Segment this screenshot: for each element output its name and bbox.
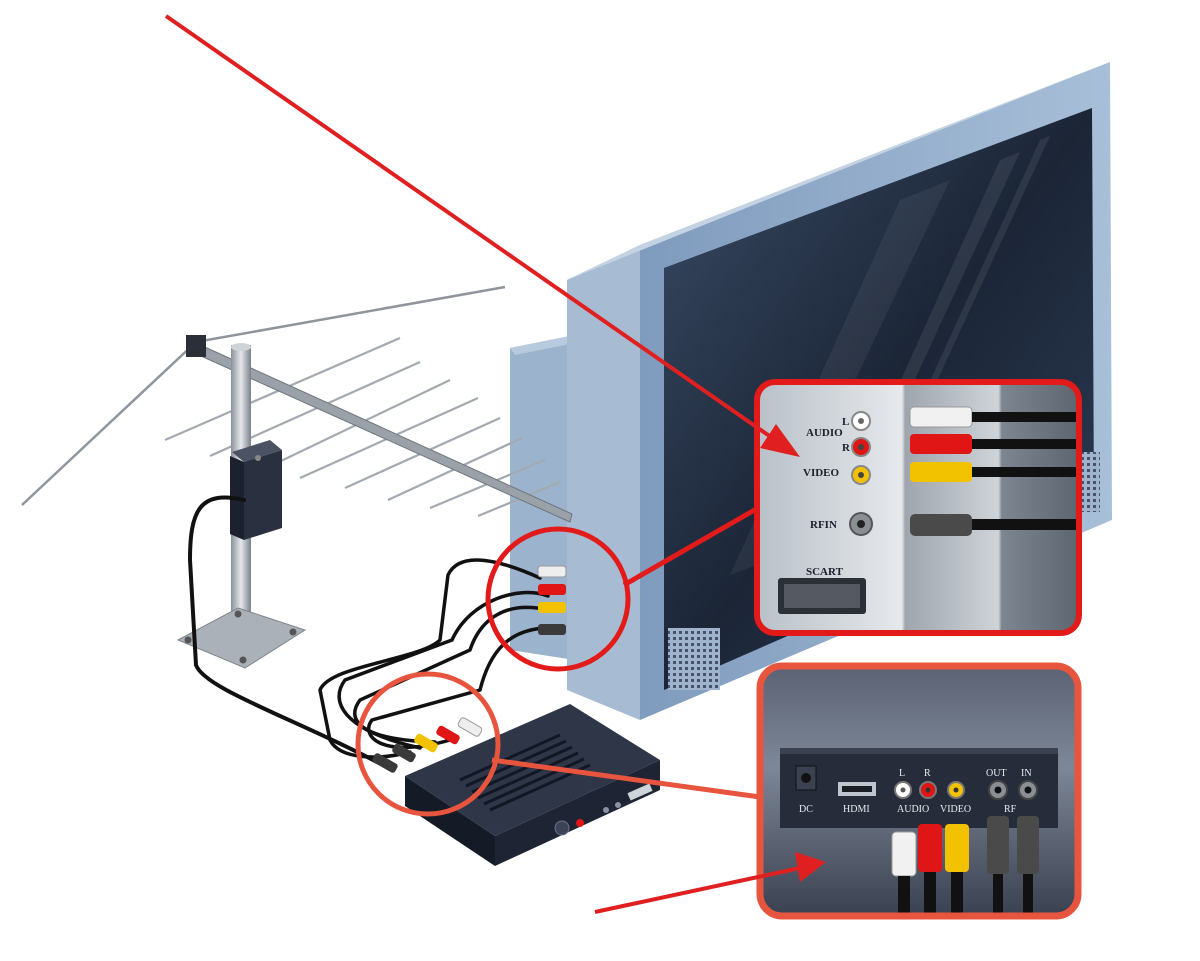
receiver-connector-highlight — [355, 671, 501, 817]
receiver-audio-label: AUDIO — [897, 804, 929, 815]
arrow-to-tv-panel — [164, 14, 800, 457]
tv-rfin-label: RFIN — [810, 519, 837, 531]
tv-callout-pointer — [622, 505, 760, 588]
tv-callout-plug-yellow — [910, 462, 1079, 482]
receiver-left-label: L — [899, 768, 905, 779]
receiver-back — [405, 776, 495, 866]
receiver-back-plugs — [372, 717, 483, 773]
receiver-hdmi-label: HDMI — [843, 804, 870, 815]
tv-side-frame — [567, 245, 640, 720]
receiver-ports-callout: DC HDMI L R AUDIO VIDEO OUT IN RF — [756, 662, 1082, 920]
antenna-base-plate — [176, 607, 307, 669]
tv-scart-label: SCART — [806, 566, 844, 578]
receiver-callout-border — [756, 662, 1082, 920]
receiver-in-label: IN — [1021, 768, 1032, 779]
tv-video-label: VIDEO — [803, 467, 840, 479]
receiver-callout-pointer — [491, 757, 761, 800]
receiver-led — [576, 819, 584, 827]
receiver-callout-plug-black-in — [1017, 816, 1039, 916]
receiver-rf-label: RF — [1004, 804, 1017, 815]
receiver-out-label: OUT — [986, 768, 1007, 779]
tv-speaker-grill — [668, 628, 720, 690]
tv-callout-border — [754, 379, 1082, 636]
receiver-callout-plug-white — [891, 831, 917, 916]
receiver-callout-plug-yellow — [945, 824, 969, 916]
tv-right-label: R — [842, 442, 851, 454]
antenna — [21, 285, 573, 669]
tv-left-label: L — [842, 416, 849, 428]
tv-callout-plug-white — [909, 406, 1079, 428]
arrow-to-receiver-panel — [594, 852, 826, 914]
antenna-clamp — [186, 335, 206, 357]
tv-back-housing — [510, 335, 575, 660]
receiver-front — [495, 760, 660, 866]
receiver-video-label: VIDEO — [940, 804, 971, 815]
tv-back-plugs — [537, 565, 567, 635]
receiver-dc-label: DC — [799, 804, 813, 815]
cables — [187, 495, 550, 772]
receiver-callout-plug-red — [918, 824, 942, 916]
tv-callout-plug-black — [910, 514, 1079, 536]
tv-callout-plug-red — [910, 434, 1079, 454]
tv-audio-label: AUDIO — [806, 427, 843, 439]
receiver-right-label: R — [924, 768, 931, 779]
receiver-callout-plug-black-out — [987, 816, 1009, 916]
antenna-amplifier — [230, 440, 282, 540]
receiver-power-button — [554, 820, 570, 836]
tv-ports-callout: AUDIO L R VIDEO RFIN SCART — [754, 379, 1082, 636]
tv-connector-highlight — [485, 526, 631, 672]
